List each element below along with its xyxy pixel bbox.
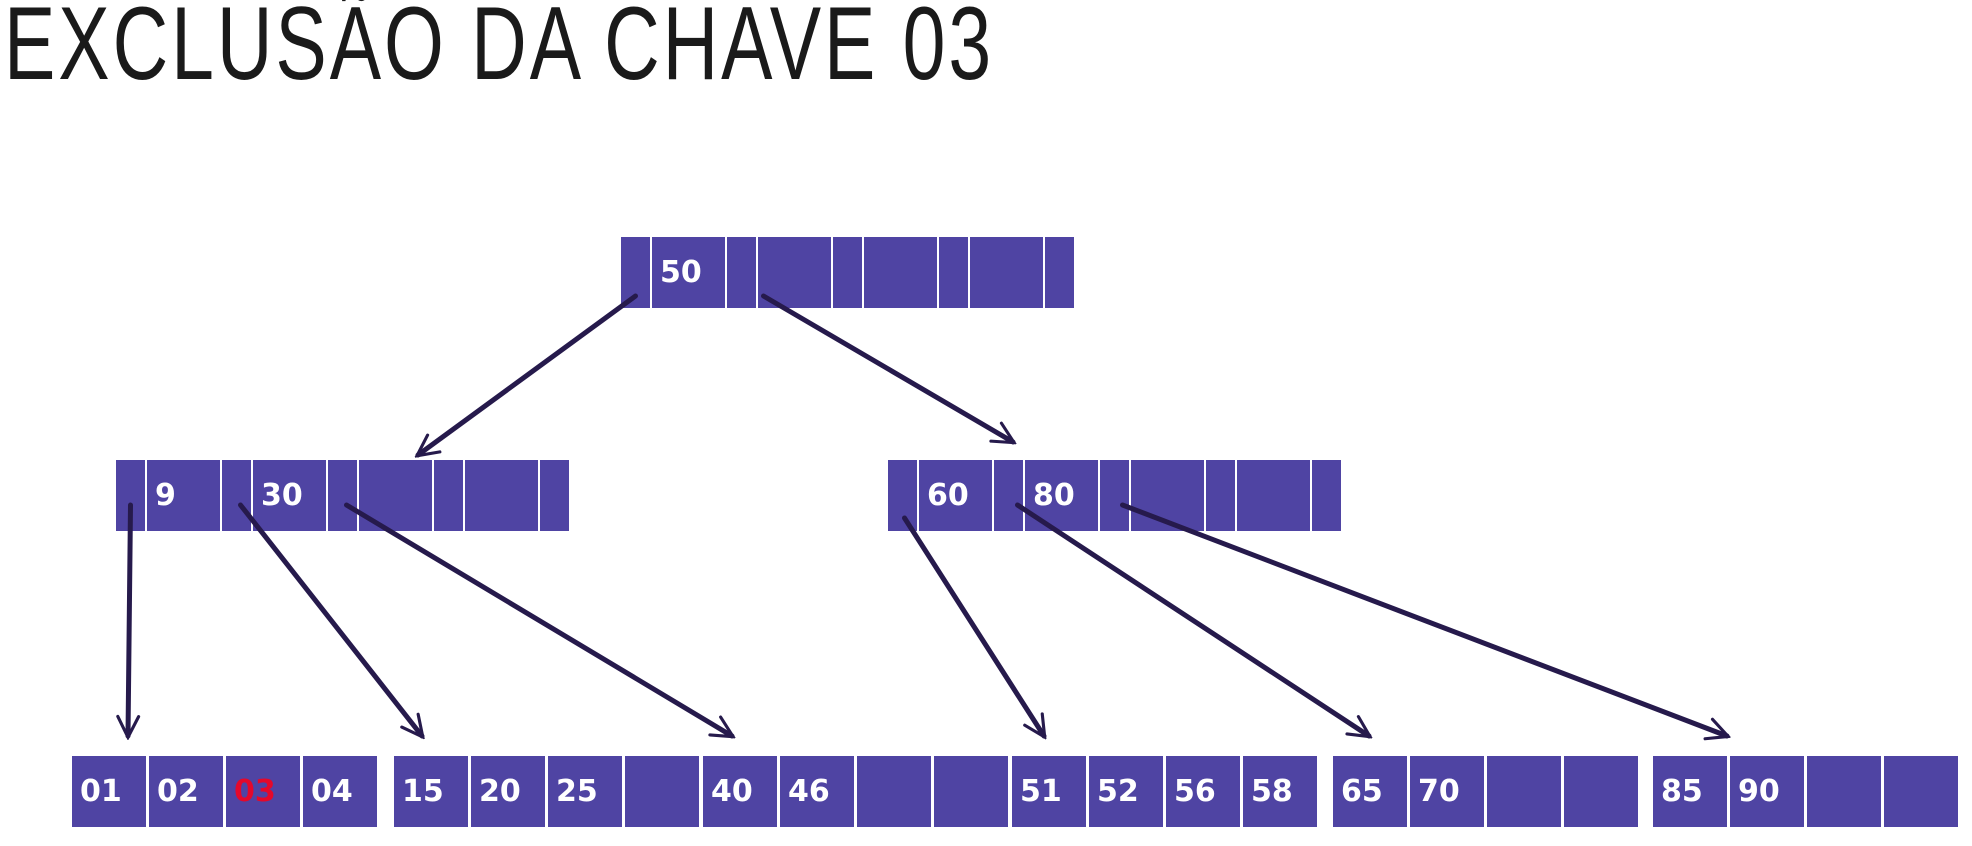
leaf-4-key: 52	[1089, 756, 1163, 827]
leaf-4-key: 51	[1012, 756, 1086, 827]
root-node-empty-key	[970, 237, 1043, 308]
internal-node-2-pointer	[994, 460, 1023, 531]
leaf-4-key: 58	[1243, 756, 1317, 827]
leaf-6-key: 85	[1653, 756, 1727, 827]
internal-node-1-pointer	[540, 460, 569, 531]
leaf-6-empty-slot	[1884, 756, 1958, 827]
leaf-2-key: 15	[394, 756, 468, 827]
arrow-to-leaf-3	[344, 502, 733, 739]
leaf-1-key: 04	[303, 756, 377, 827]
root-node-pointer	[1045, 237, 1074, 308]
arrow-root-to-internal-2	[761, 293, 1014, 445]
leaf-3-empty-slot	[857, 756, 931, 827]
internal-node-2-empty-key	[1131, 460, 1204, 531]
internal-node-1-pointer	[434, 460, 463, 531]
internal-node-1-pointer	[222, 460, 251, 531]
leaf-2-key: 25	[548, 756, 622, 827]
leaf-5-key: 65	[1333, 756, 1407, 827]
root-node-pointer	[727, 237, 756, 308]
root-node-key: 50	[652, 237, 725, 308]
arrow-to-leaf-2	[238, 502, 423, 736]
leaf-5-empty-slot	[1487, 756, 1561, 827]
internal-node-2-pointer	[1100, 460, 1129, 531]
arrow-root-to-internal-1	[418, 293, 638, 455]
leaf-1-key: 03	[226, 756, 300, 827]
leaf-3-key: 46	[780, 756, 854, 827]
internal-node-1-empty-key	[465, 460, 538, 531]
internal-node-2-key: 80	[1025, 460, 1098, 531]
leaf-2-key: 20	[471, 756, 545, 827]
internal-node-2-pointer	[1206, 460, 1235, 531]
internal-node-1-pointer	[328, 460, 357, 531]
internal-node-2-empty-key	[1237, 460, 1310, 531]
internal-node-1-key: 9	[147, 460, 220, 531]
leaf-5-key: 70	[1410, 756, 1484, 827]
leaf-1-key: 01	[72, 756, 146, 827]
leaf-3-empty-slot	[934, 756, 1008, 827]
arrow-to-leaf-4	[902, 515, 1045, 736]
leaf-6-empty-slot	[1807, 756, 1881, 827]
internal-node-1-key: 30	[253, 460, 326, 531]
arrow-to-leaf-6	[1120, 502, 1728, 736]
leaf-5-empty-slot	[1564, 756, 1638, 827]
leaf-6-key: 90	[1730, 756, 1804, 827]
leaf-1-key: 02	[149, 756, 223, 827]
arrow-to-leaf-5	[1015, 502, 1370, 736]
leaf-2-empty-slot	[625, 756, 699, 827]
leaf-3-key: 40	[703, 756, 777, 827]
internal-node-2-pointer	[1312, 460, 1341, 531]
arrow-to-leaf-1	[128, 502, 131, 736]
root-node-empty-key	[758, 237, 831, 308]
leaf-4-key: 56	[1166, 756, 1240, 827]
root-node-pointer	[939, 237, 968, 308]
page-title: EXCLUSÃO DA CHAVE 03	[4, 0, 995, 102]
internal-node-2-key: 60	[919, 460, 992, 531]
root-node-empty-key	[864, 237, 937, 308]
root-node-pointer	[833, 237, 862, 308]
